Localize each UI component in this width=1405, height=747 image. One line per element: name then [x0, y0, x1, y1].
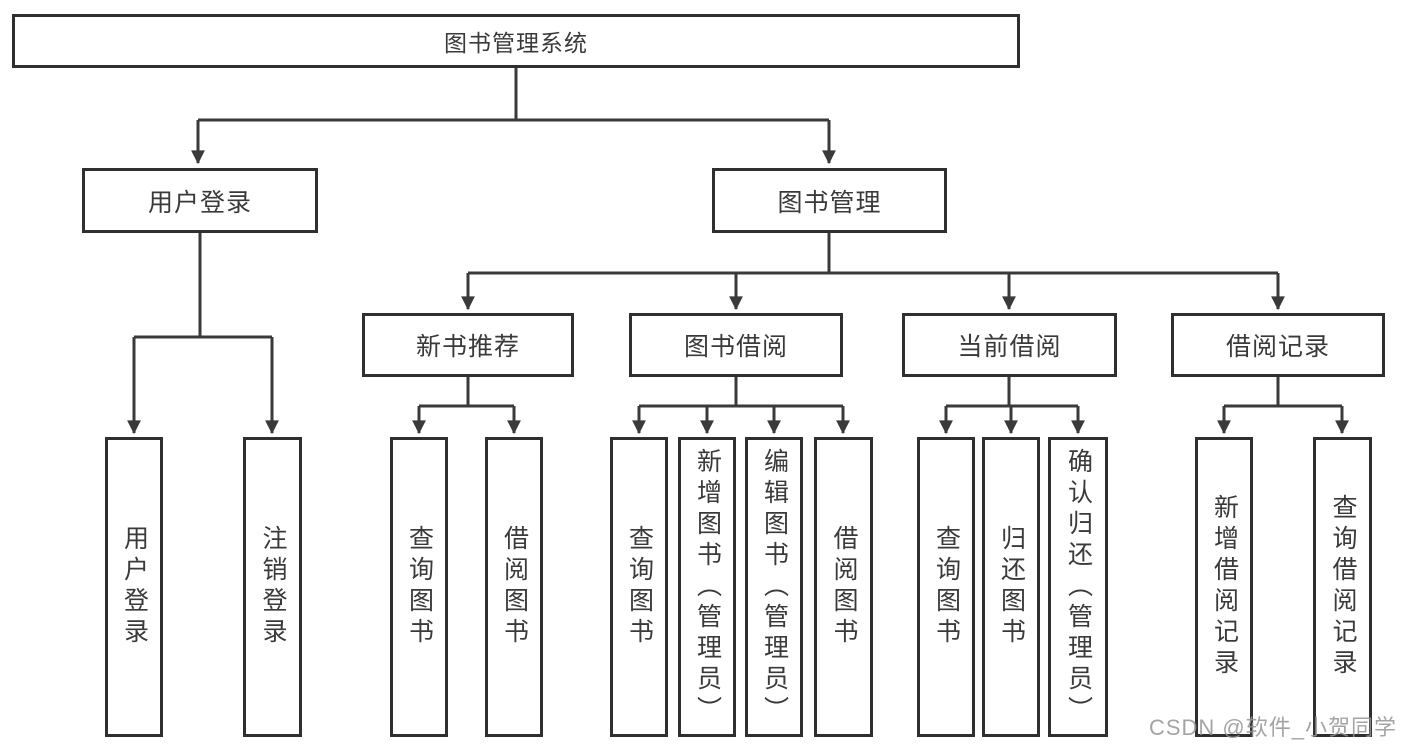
node-add-books-admin: 新增图书（管理员） [678, 437, 736, 737]
node-new-book-recommend: 新书推荐 [362, 313, 574, 377]
csdn-watermark: CSDN @软件_小贺同学 [1148, 715, 1397, 740]
node-borrow-records: 借阅记录 [1171, 313, 1385, 377]
node-query-books: 查询图书 [917, 437, 975, 737]
node-query-books: 查询图书 [390, 437, 448, 737]
node-edit-books-admin: 编辑图书（管理员） [745, 437, 803, 737]
node-logout: 注销登录 [243, 437, 302, 737]
node-query-borrow-record: 查询借阅记录 [1313, 437, 1372, 737]
node-return-books: 归还图书 [982, 437, 1040, 737]
node-book-borrow: 图书借阅 [629, 313, 843, 377]
node-borrow-books: 借阅图书 [814, 437, 873, 737]
node-book-management: 图书管理 [712, 168, 947, 233]
node-query-books: 查询图书 [610, 437, 668, 737]
node-confirm-return-admin: 确认归还（管理员） [1048, 437, 1108, 737]
node-current-borrow: 当前借阅 [902, 313, 1117, 377]
node-root-system: 图书管理系统 [12, 14, 1020, 68]
node-borrow-books: 借阅图书 [485, 437, 543, 737]
node-user-login: 用户登录 [105, 437, 163, 737]
node-user-login-group: 用户登录 [82, 168, 318, 233]
node-add-borrow-record: 新增借阅记录 [1195, 437, 1253, 737]
